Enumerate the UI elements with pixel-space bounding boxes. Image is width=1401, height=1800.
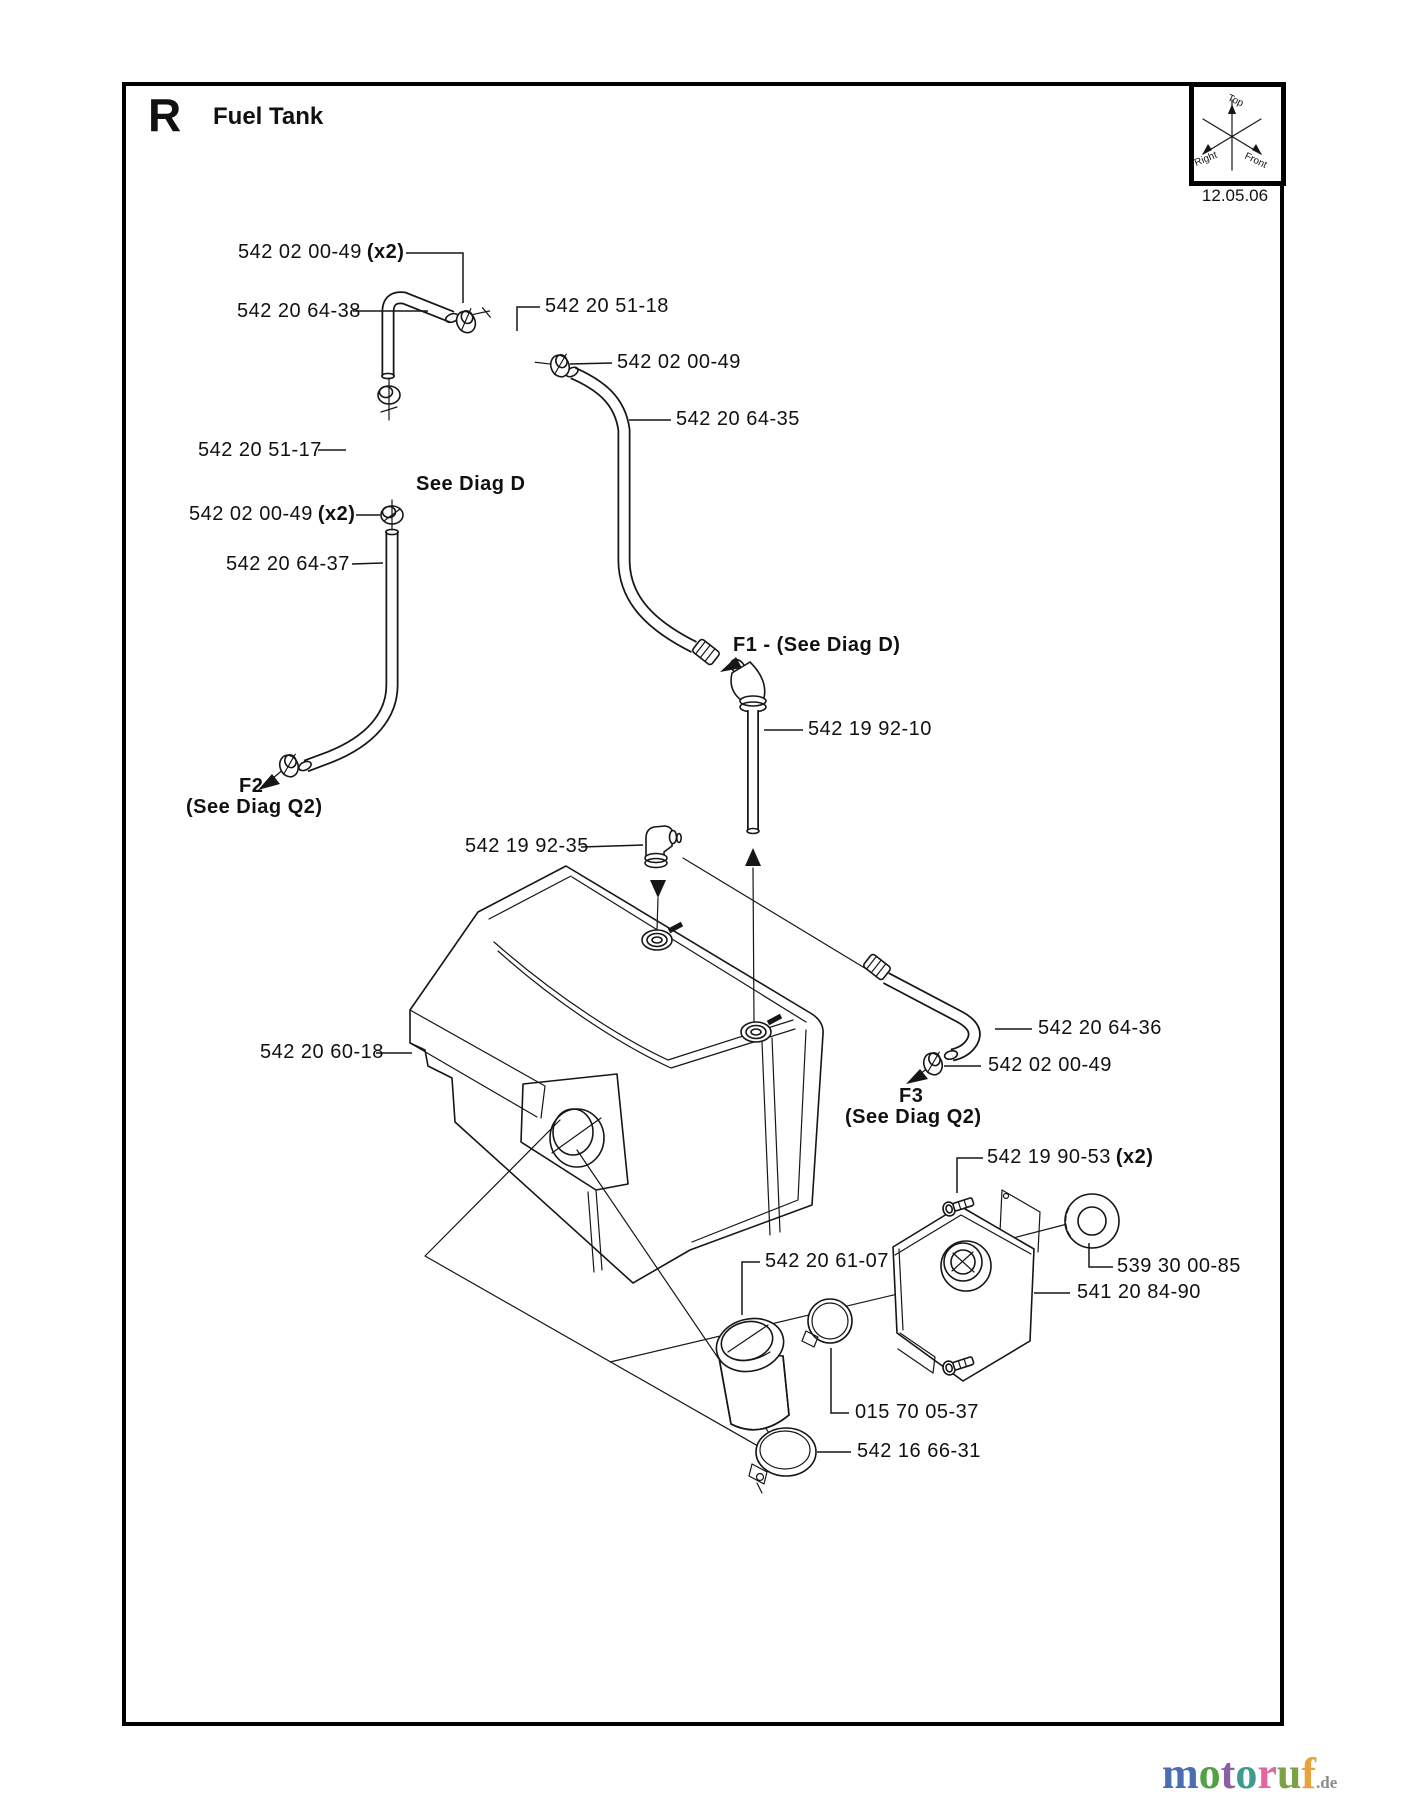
fuel-hose-64-35: [565, 366, 720, 666]
callout-part-number: 542 20 64-36: [1038, 1017, 1162, 1039]
fuel-hose-64-36: [863, 953, 981, 1062]
tank-housing: [892, 1189, 1041, 1382]
fuel-hose-64-38: [380, 291, 460, 380]
callout-part-number: 542 20 51-17: [198, 439, 322, 461]
callout-part-number: 542 20 64-38: [237, 300, 361, 322]
callout-part-number: 542 20 64-37: [226, 553, 350, 575]
callout-part-number: 542 19 90-53(x2): [987, 1146, 1154, 1168]
callout-diagram-ref: F3: [899, 1085, 924, 1107]
elbow-fitting-92-35: [644, 825, 682, 869]
callout-part-number: 542 19 92-35: [465, 835, 589, 857]
callout-part-number: 542 02 00-49(x2): [189, 503, 356, 525]
fuel-hose-64-37: [298, 528, 399, 773]
callout-part-number: 542 20 61-07: [765, 1250, 889, 1272]
hose-clamp: [922, 1051, 944, 1076]
revision-date: 12.05.06: [1201, 186, 1269, 205]
front-axis-arrow-icon: [1252, 144, 1262, 155]
orientation-cube-box: [1189, 82, 1286, 186]
section-letter: R: [148, 89, 183, 141]
callout-diagram-ref: (See Diag Q2): [845, 1106, 982, 1128]
watermark-logo: motoruf.de: [1162, 1748, 1337, 1799]
oring-clamp: [801, 1298, 853, 1348]
leader-lines: [318, 252, 1113, 1453]
tank-port-grommets: [641, 921, 783, 1043]
hose-clamp: [380, 499, 404, 531]
watermark-brand: motoruf: [1162, 1749, 1316, 1798]
callout-diagram-ref: See Diag D: [416, 473, 526, 495]
hose-end-fitting: [692, 638, 720, 666]
watermark-tld: .de: [1315, 1773, 1338, 1792]
callout-part-number: 542 20 51-18: [545, 295, 669, 317]
screw: [942, 1197, 975, 1217]
top-axis-arrow-icon: [1228, 104, 1236, 114]
callout-part-number: 539 30 00-85: [1117, 1255, 1241, 1277]
callout-part-number: 542 02 00-49(x2): [238, 241, 405, 263]
hose-end-fitting: [863, 953, 891, 981]
seal-ring: [1064, 1193, 1120, 1249]
gasket-ring: [748, 1427, 817, 1494]
callout-diagram-ref: F1 - (See Diag D): [733, 634, 901, 656]
filler-tube: [715, 1317, 790, 1431]
callout-part-number: 541 20 84-90: [1077, 1281, 1201, 1303]
hose-clamp: [377, 377, 401, 421]
hose-clamp: [455, 307, 491, 334]
screw: [942, 1356, 975, 1376]
hose-clamp: [534, 353, 571, 378]
fuel-tank-outline: [409, 865, 824, 1284]
callout-diagram-ref: (See Diag Q2): [186, 796, 323, 818]
page-title: Fuel Tank: [213, 103, 324, 130]
callout-part-number: 015 70 05-37: [855, 1401, 979, 1423]
callout-part-number: 542 02 00-49: [988, 1054, 1112, 1076]
callout-part-number: 542 02 00-49: [617, 351, 741, 373]
callout-part-number: 542 16 66-31: [857, 1440, 981, 1462]
callout-part-number: 542 20 64-35: [676, 408, 800, 430]
down-arrow-icon: [650, 880, 666, 898]
callout-part-number: 542 20 60-18: [260, 1041, 384, 1063]
fuel-pipe-92-10: [746, 710, 760, 835]
f1-arrow-icon: [720, 657, 742, 672]
page-border: [122, 82, 1284, 1726]
callout-part-number: 542 19 92-10: [808, 718, 932, 740]
up-arrow-icon: [745, 848, 761, 866]
hose-clamp: [278, 753, 300, 778]
callout-diagram-ref: F2: [239, 775, 264, 797]
right-axis-arrow-icon: [1202, 144, 1212, 155]
alignment-lines: [424, 857, 1076, 1463]
